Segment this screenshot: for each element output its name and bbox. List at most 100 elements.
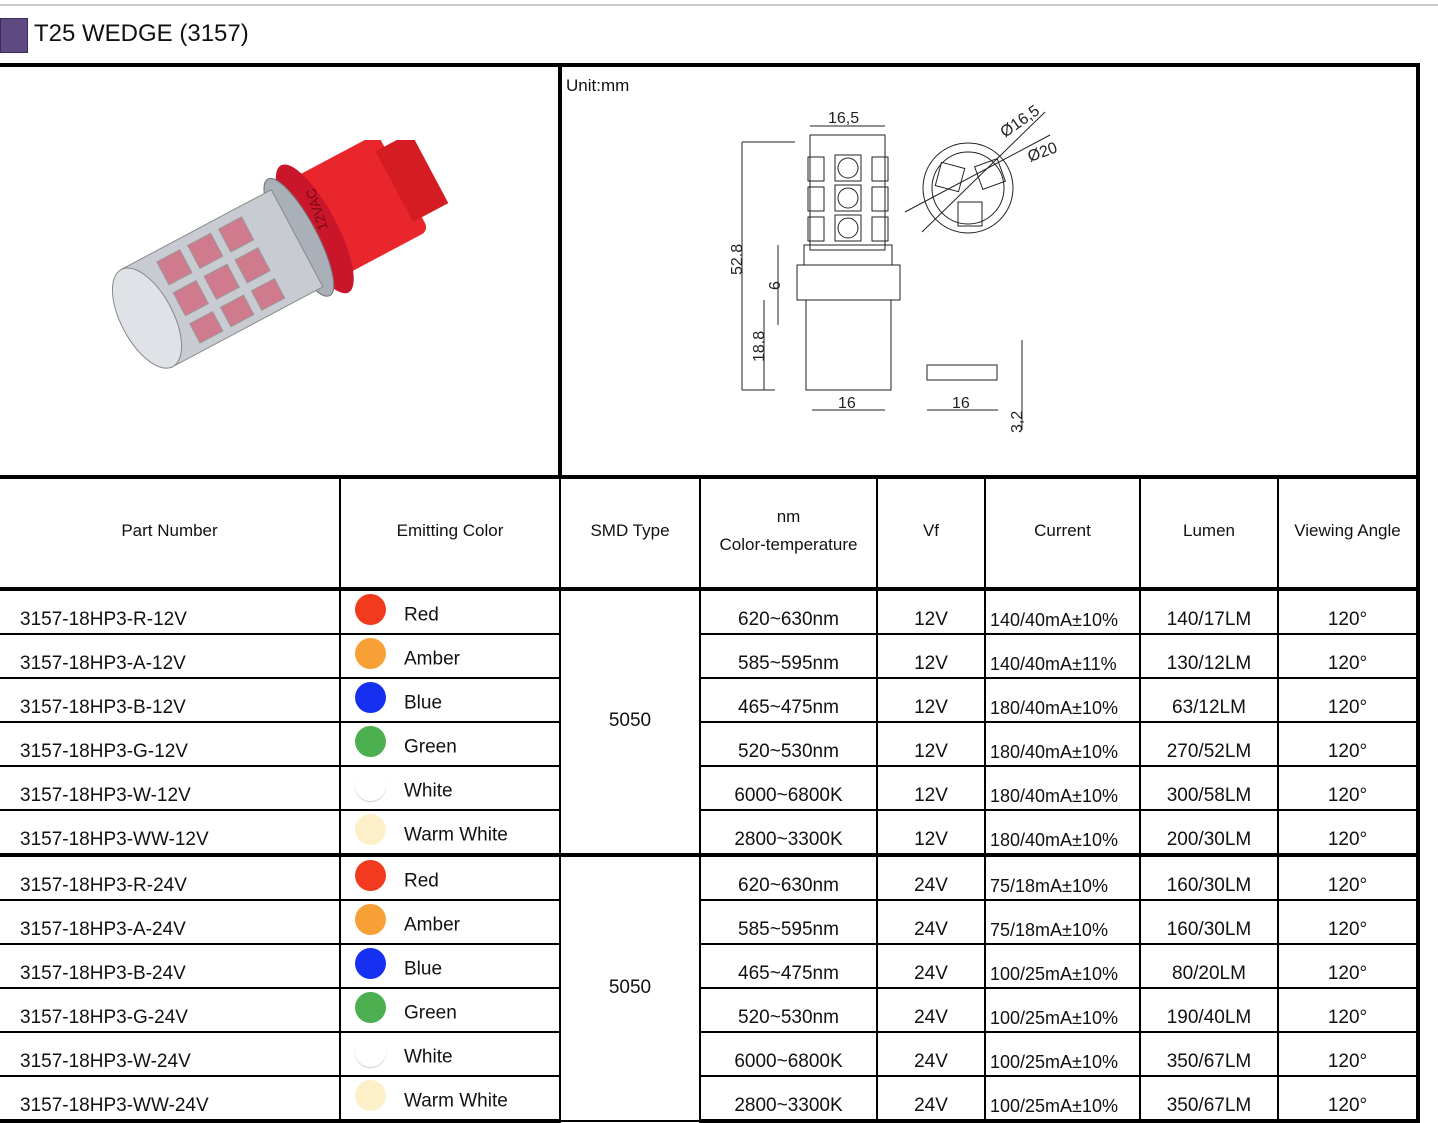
table-row: 3157-18HP3-A-12V Amber 585~595nm 12V 140/… bbox=[0, 633, 1420, 679]
lumen: 200/30LM bbox=[1139, 809, 1279, 856]
vf: 24V bbox=[876, 1075, 986, 1123]
viewing-angle: 120° bbox=[1277, 1031, 1420, 1077]
color-swatch bbox=[355, 860, 386, 891]
emitting-color: Red bbox=[339, 587, 561, 635]
color-name: Warm White bbox=[404, 824, 508, 846]
part-number: 3157-18HP3-R-12V bbox=[0, 587, 341, 635]
viewing-angle: 120° bbox=[1277, 765, 1420, 811]
vf: 24V bbox=[876, 853, 986, 901]
wavelength: 465~475nm bbox=[699, 943, 878, 989]
viewing-angle: 120° bbox=[1277, 987, 1420, 1033]
dim-base-width: 16 bbox=[838, 395, 856, 412]
color-name: Red bbox=[404, 604, 439, 626]
part-number: 3157-18HP3-A-24V bbox=[0, 899, 341, 945]
dim-thickness: 3,2 bbox=[1009, 411, 1026, 433]
color-swatch bbox=[355, 770, 386, 801]
part-number: 3157-18HP3-W-12V bbox=[0, 765, 341, 811]
emitting-color: Green bbox=[339, 987, 561, 1033]
color-name: Amber bbox=[404, 648, 460, 670]
smd-type: 5050 bbox=[559, 853, 701, 1122]
current: 100/25mA±10% bbox=[984, 943, 1141, 989]
viewing-angle: 120° bbox=[1277, 633, 1420, 679]
vf: 12V bbox=[876, 765, 986, 811]
wavelength: 520~530nm bbox=[699, 987, 878, 1033]
part-number: 3157-18HP3-G-24V bbox=[0, 987, 341, 1033]
wavelength: 585~595nm bbox=[699, 899, 878, 945]
color-swatch bbox=[355, 726, 386, 757]
part-number: 3157-18HP3-A-12V bbox=[0, 633, 341, 679]
lumen: 270/52LM bbox=[1139, 721, 1279, 767]
header-ct-label: Color-temperature bbox=[719, 535, 858, 554]
viewing-angle: 120° bbox=[1277, 721, 1420, 767]
lumen: 140/17LM bbox=[1139, 587, 1279, 635]
wavelength: 620~630nm bbox=[699, 587, 878, 635]
header-smd: SMD Type bbox=[559, 475, 701, 590]
emitting-color: Red bbox=[339, 853, 561, 901]
header-color: Emitting Color bbox=[339, 475, 561, 590]
wavelength: 585~595nm bbox=[699, 633, 878, 679]
color-swatch bbox=[355, 1080, 386, 1111]
part-number: 3157-18HP3-R-24V bbox=[0, 853, 341, 901]
wavelength: 2800~3300K bbox=[699, 809, 878, 856]
vf: 24V bbox=[876, 943, 986, 989]
viewing-angle: 120° bbox=[1277, 899, 1420, 945]
color-swatch bbox=[355, 638, 386, 669]
dim-18-8: 18.8 bbox=[751, 331, 768, 362]
part-number: 3157-18HP3-WW-12V bbox=[0, 809, 341, 856]
color-name: Blue bbox=[404, 958, 443, 980]
table-row: 3157-18HP3-WW-12V Warm White 2800~3300K 1… bbox=[0, 809, 1420, 856]
part-number: 3157-18HP3-G-12V bbox=[0, 721, 341, 767]
color-name: Green bbox=[404, 736, 457, 758]
color-name: Green bbox=[404, 1002, 457, 1024]
wavelength: 6000~6800K bbox=[699, 1031, 878, 1077]
lumen: 350/67LM bbox=[1139, 1031, 1279, 1077]
emitting-color: Amber bbox=[339, 633, 561, 679]
header-current: Current bbox=[984, 475, 1141, 590]
current: 140/40mA±11% bbox=[984, 633, 1141, 679]
vf: 12V bbox=[876, 809, 986, 856]
color-swatch bbox=[355, 904, 386, 935]
vf: 12V bbox=[876, 633, 986, 679]
header-lumen: Lumen bbox=[1139, 475, 1279, 590]
lumen: 300/58LM bbox=[1139, 765, 1279, 811]
current: 180/40mA±10% bbox=[984, 809, 1141, 856]
vf: 24V bbox=[876, 1031, 986, 1077]
unit-label: Unit:mm bbox=[566, 76, 630, 95]
header-angle: Viewing Angle bbox=[1277, 475, 1420, 590]
dim-phi-20: Ø20 bbox=[1026, 139, 1060, 165]
emitting-color: White bbox=[339, 765, 561, 811]
dim-6: 6 bbox=[767, 281, 784, 290]
color-name: Amber bbox=[404, 914, 460, 936]
wavelength: 2800~3300K bbox=[699, 1075, 878, 1123]
lumen: 190/40LM bbox=[1139, 987, 1279, 1033]
lumen: 160/30LM bbox=[1139, 899, 1279, 945]
header-nm-label: nm bbox=[776, 507, 801, 526]
current: 140/40mA±10% bbox=[984, 587, 1141, 635]
lumen: 80/20LM bbox=[1139, 943, 1279, 989]
lumen: 130/12LM bbox=[1139, 633, 1279, 679]
vf: 12V bbox=[876, 587, 986, 635]
current: 100/25mA±10% bbox=[984, 1075, 1141, 1123]
viewing-angle: 120° bbox=[1277, 809, 1420, 856]
color-name: Blue bbox=[404, 692, 443, 714]
top-divider bbox=[0, 4, 1438, 6]
color-name: Warm White bbox=[404, 1090, 508, 1112]
dimension-drawing: 16,5 52.8 6 18.8 16 Ø16,5 Ø20 16 3,2 bbox=[729, 102, 1060, 433]
lumen: 350/67LM bbox=[1139, 1075, 1279, 1123]
color-name: Red bbox=[404, 870, 439, 892]
emitting-color: Warm White bbox=[339, 1075, 561, 1123]
viewing-angle: 120° bbox=[1277, 1075, 1420, 1123]
lumen: 63/12LM bbox=[1139, 677, 1279, 723]
viewing-angle: 120° bbox=[1277, 587, 1420, 635]
dim-side-width: 16 bbox=[952, 395, 970, 412]
part-number: 3157-18HP3-W-24V bbox=[0, 1031, 341, 1077]
part-number: 3157-18HP3-B-24V bbox=[0, 943, 341, 989]
dim-top-width: 16,5 bbox=[828, 110, 859, 127]
